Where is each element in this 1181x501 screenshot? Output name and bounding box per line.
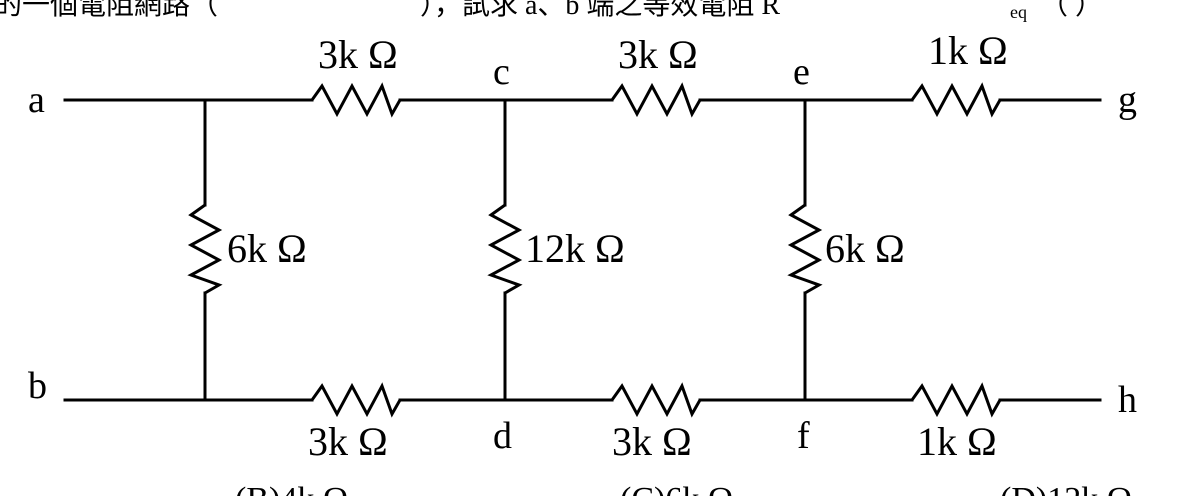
- node-label-f: f: [797, 415, 810, 457]
- node-label-g: g: [1118, 79, 1137, 121]
- option-b[interactable]: (B)4k Ω: [235, 481, 348, 501]
- value-label-r-ce: 3k Ω: [618, 32, 698, 77]
- resistor-ac: [310, 82, 402, 118]
- resistor-bd: [310, 382, 402, 418]
- node-label-d: d: [493, 415, 512, 457]
- option-c[interactable]: (C)6k Ω: [620, 481, 733, 501]
- resistor-df: [610, 382, 702, 418]
- value-label-r-ac: 3k Ω: [318, 32, 398, 77]
- value-label-r-bd: 3k Ω: [308, 419, 388, 464]
- value-label-r-ab: 6k Ω: [227, 226, 307, 271]
- resistor-eg: [910, 82, 1002, 118]
- resistor-ef: [787, 203, 823, 295]
- resistor-fh: [910, 382, 1002, 418]
- node-label-a: a: [28, 79, 45, 121]
- value-label-r-fh: 1k Ω: [917, 419, 997, 464]
- header-text-part1: 的一個電阻網路（: [0, 0, 218, 21]
- node-label-b: b: [28, 365, 47, 407]
- node-label-h: h: [1118, 379, 1137, 421]
- option-d[interactable]: (D)12k Ω: [1000, 481, 1132, 501]
- value-label-r-ef: 6k Ω: [825, 226, 905, 271]
- value-label-r-eg: 1k Ω: [928, 28, 1008, 73]
- resistor-ab: [187, 203, 223, 295]
- header-text-part4: （ ）: [1040, 0, 1103, 21]
- node-label-c: c: [493, 51, 510, 93]
- node-label-e: e: [793, 51, 810, 93]
- header-text-part3: eq: [1010, 2, 1027, 22]
- value-label-r-df: 3k Ω: [612, 419, 692, 464]
- header-text-part2: ），試求 a、b 端之等效電阻 R: [420, 0, 780, 21]
- resistor-cd: [487, 203, 523, 295]
- value-label-r-cd: 12k Ω: [525, 226, 625, 271]
- resistor-ce: [610, 82, 702, 118]
